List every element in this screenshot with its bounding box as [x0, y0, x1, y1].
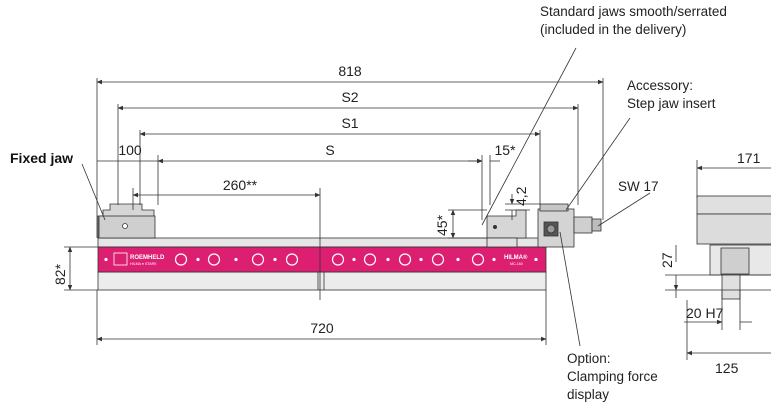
dim-s1: S1	[341, 115, 358, 131]
dim-s: S	[325, 142, 334, 158]
dim-4-2: 4,2	[513, 186, 529, 206]
dim-side-171: 171	[737, 150, 761, 166]
movable-jaw-shape	[486, 209, 527, 239]
dimension-lines	[64, 78, 604, 345]
dim-s2: S2	[341, 89, 358, 105]
callout-leaders	[81, 47, 651, 347]
option-label-line3: display	[567, 387, 609, 402]
accessory-label-line1: Accessory:	[627, 78, 693, 93]
standard-jaws-label-line1: Standard jaws smooth/serrated	[540, 4, 727, 19]
brand-product-sub: MC-160	[510, 262, 523, 266]
vice-side-view	[696, 195, 771, 300]
dim-15: 15*	[494, 142, 516, 158]
dim-side-20h7: 20 H7	[686, 305, 724, 321]
dim-720: 720	[310, 320, 334, 336]
dim-overall-length: 818	[338, 63, 362, 79]
dim-260: 260**	[223, 177, 258, 193]
dim-82: 82*	[52, 263, 68, 285]
dim-side-125: 125	[715, 360, 739, 376]
base-plate	[97, 271, 547, 291]
dim-side-27: 27	[659, 252, 675, 268]
brand-maker: ROEMHELD	[130, 255, 165, 261]
option-label-line2: Clamping force	[567, 369, 658, 384]
accessory-label-line2: Step jaw insert	[627, 96, 716, 111]
brand-maker-sub: HILMA ● STARK	[130, 262, 157, 266]
sw-label: SW 17	[618, 179, 659, 194]
side-dimension-lines	[665, 160, 771, 360]
guide-rail	[97, 237, 547, 248]
standard-jaws-label-line2: (included in the delivery)	[540, 22, 686, 37]
dim-100: 100	[118, 142, 142, 158]
magenta-body	[97, 246, 547, 273]
vice-front-view	[97, 203, 602, 291]
option-label-line1: Option:	[567, 351, 611, 366]
dim-45: 45*	[434, 214, 450, 236]
fixed-jaw-label: Fixed jaw	[10, 150, 73, 166]
brand-product: HILMA®	[504, 254, 528, 261]
